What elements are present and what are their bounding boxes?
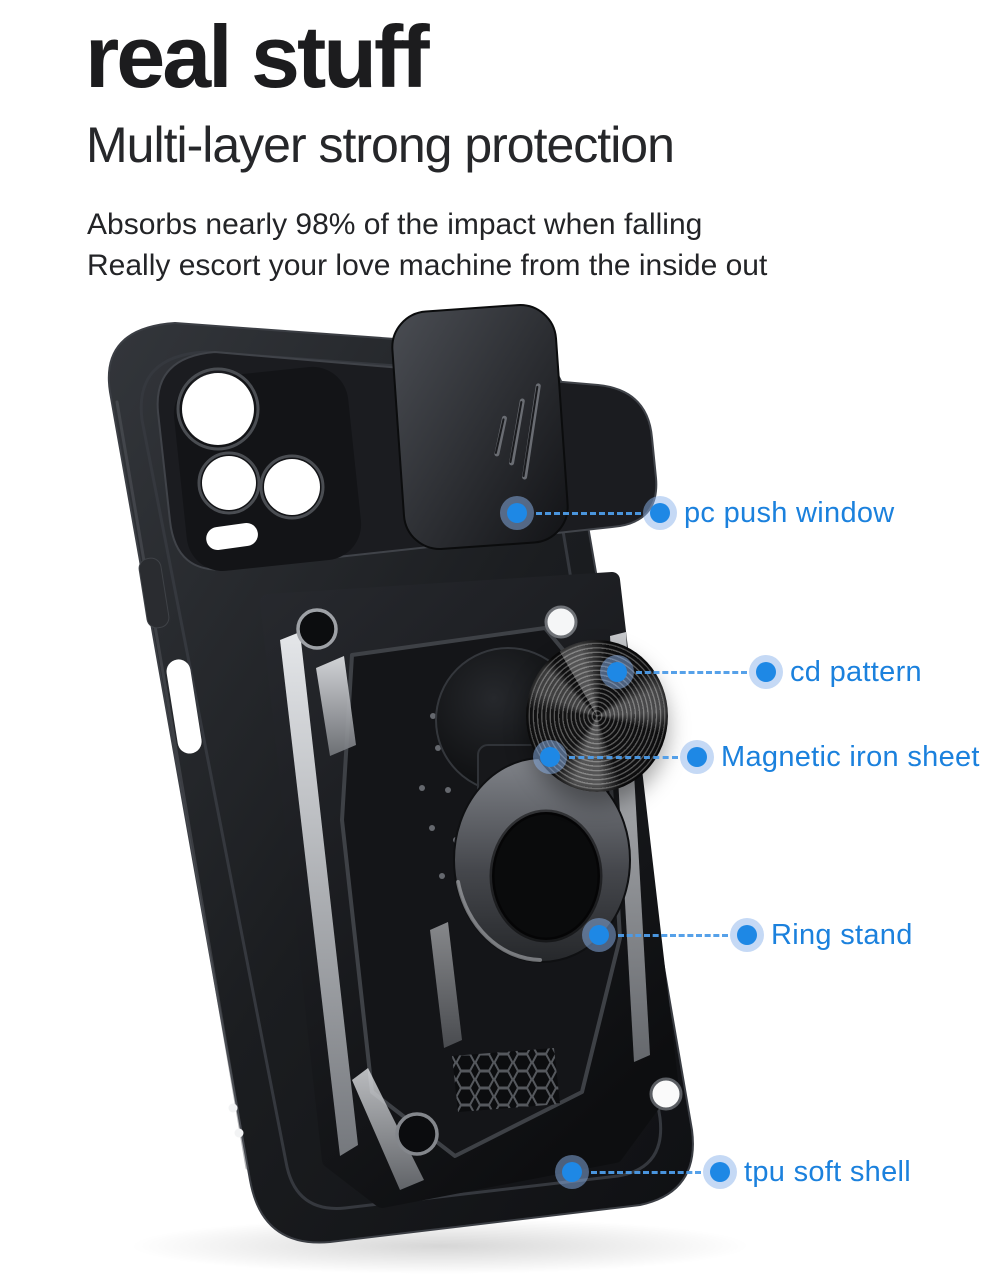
push-window-cover xyxy=(391,303,569,551)
flash-cutout xyxy=(206,522,258,551)
callout-magnetic-iron-sheet: Magnetic iron sheet xyxy=(540,740,980,774)
callout-cd-pattern: cd pattern xyxy=(607,655,922,689)
callout-dashed-line xyxy=(618,933,728,937)
description-line-1: Absorbs nearly 98% of the impact when fa… xyxy=(87,208,703,241)
honeycomb-pattern xyxy=(452,1048,560,1112)
camera-lens-large xyxy=(182,373,254,445)
callout-label: Magnetic iron sheet xyxy=(721,740,980,773)
camera-lens-ring xyxy=(197,451,261,515)
ring-stand-hole xyxy=(492,812,600,940)
callout-dot-source xyxy=(589,925,609,945)
armor-accent xyxy=(352,1068,424,1190)
description-line-2: Really escort your love machine from the… xyxy=(87,249,768,282)
callout-dot-target xyxy=(710,1162,730,1182)
callout-dot-source xyxy=(540,747,560,767)
callout-dot-source xyxy=(607,662,627,682)
camera-lens-ring xyxy=(176,367,260,451)
lanyard-hole xyxy=(649,1077,683,1111)
camera-lens-small xyxy=(202,456,256,510)
screw-hole xyxy=(544,605,578,639)
ring-highlight xyxy=(456,880,542,962)
callout-dashed-line xyxy=(536,511,641,515)
callout-dashed-line xyxy=(636,670,747,674)
mic-hole xyxy=(228,1103,238,1113)
callout-dot-target xyxy=(737,925,757,945)
armor-accent xyxy=(316,656,356,756)
callout-label: cd pattern xyxy=(790,655,922,688)
callout-dot-target xyxy=(687,747,707,767)
camera-lens-ring xyxy=(259,454,325,520)
page-title: real stuff xyxy=(85,7,430,106)
case-edge-highlight xyxy=(115,400,249,1170)
page-subtitle: Multi-layer strong protection xyxy=(86,117,675,173)
callout-dashed-line xyxy=(569,755,678,759)
screw-hole xyxy=(395,1112,439,1156)
callout-ring-stand: Ring stand xyxy=(589,918,913,952)
armor-accent xyxy=(280,632,358,1156)
side-button xyxy=(138,557,170,629)
callout-dashed-line xyxy=(591,1170,701,1174)
armor-accent xyxy=(430,922,462,1048)
callout-pc-push-window: pc push window xyxy=(507,496,895,530)
mic-hole xyxy=(234,1128,244,1138)
callout-dot-target xyxy=(756,662,776,682)
screw-hole xyxy=(296,608,338,650)
description: Absorbs nearly 98% of the impact when fa… xyxy=(87,204,767,286)
callout-label: Ring stand xyxy=(771,918,913,951)
callout-dot-source xyxy=(562,1162,582,1182)
camera-lens-small xyxy=(264,459,320,515)
callout-label: tpu soft shell xyxy=(744,1155,912,1188)
callout-dot-source xyxy=(507,503,527,523)
callout-dot-target xyxy=(650,503,670,523)
callout-tpu-soft-shell: tpu soft shell xyxy=(562,1155,911,1189)
callout-label: pc push window xyxy=(684,496,895,529)
side-button-cutout xyxy=(166,659,202,754)
